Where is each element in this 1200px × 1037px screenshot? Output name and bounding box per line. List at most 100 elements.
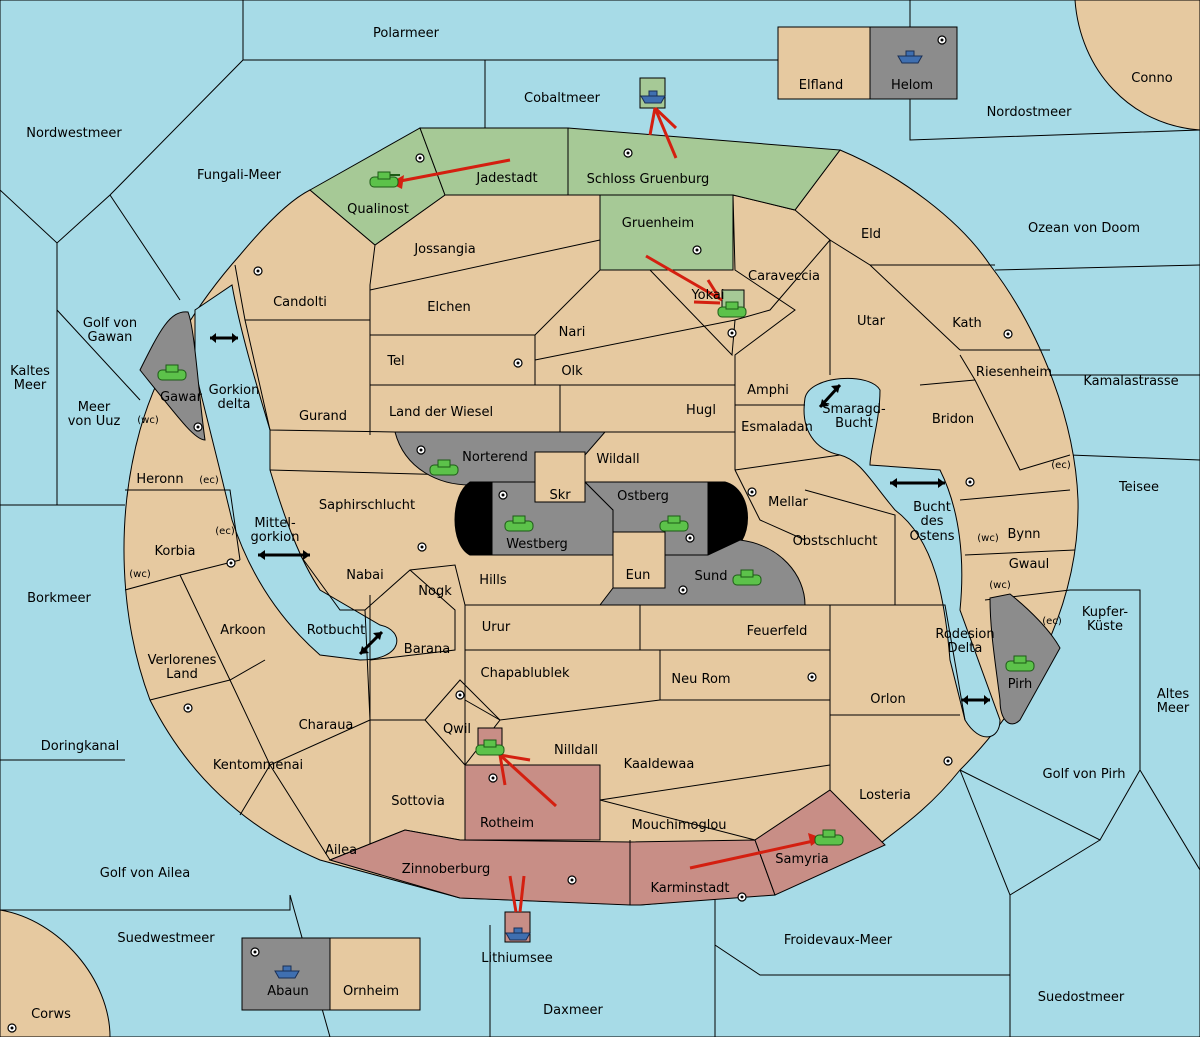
label-meer-von-uuz-1: Meer bbox=[78, 400, 111, 415]
label-fungali-meer: Fungali-Meer bbox=[197, 168, 282, 183]
label-suedostmeer: Suedostmeer bbox=[1038, 990, 1125, 1005]
inner-channel-west bbox=[194, 284, 398, 661]
label-feuerfeld: Feuerfeld bbox=[747, 624, 808, 639]
label-ostberg: Ostberg bbox=[617, 489, 669, 504]
label-verlorenes-land-2: Land bbox=[166, 667, 198, 682]
label-orlon: Orlon bbox=[870, 692, 905, 707]
label-land-der-wiesel: Land der Wiesel bbox=[389, 405, 493, 420]
label-gawar-wc: (wc) bbox=[137, 415, 159, 426]
label-yokai: Yokai bbox=[690, 288, 724, 303]
tank-icon bbox=[659, 515, 689, 532]
order-arrows bbox=[390, 106, 822, 913]
label-olk: Olk bbox=[561, 364, 583, 379]
tank-icon bbox=[504, 515, 534, 532]
label-pirh-ec: (ec) bbox=[1042, 616, 1062, 627]
label-riesenheim-ec: (ec) bbox=[1051, 460, 1071, 471]
label-barana: Barana bbox=[404, 642, 450, 657]
label-conno: Conno bbox=[1131, 71, 1173, 86]
convoy-arrows bbox=[210, 333, 990, 705]
label-smaragd-bucht-2: Bucht bbox=[835, 416, 873, 431]
label-borkmeer: Borkmeer bbox=[27, 591, 91, 606]
label-rotbucht: Rotbucht bbox=[307, 623, 365, 638]
label-doringkanal: Doringkanal bbox=[41, 739, 120, 754]
label-karminstadt: Karminstadt bbox=[650, 881, 729, 896]
region-gruenheim[interactable] bbox=[599, 194, 734, 271]
label-eun: Eun bbox=[626, 568, 651, 583]
units bbox=[157, 50, 1035, 979]
ship-icon bbox=[505, 927, 531, 941]
label-kaltes-meer-2: Meer bbox=[14, 378, 47, 393]
label-eld: Eld bbox=[861, 227, 881, 242]
region-westberg-tip bbox=[454, 481, 493, 556]
label-samyria: Samyria bbox=[775, 852, 829, 867]
label-rodesion-delta-2: Delta bbox=[948, 641, 983, 656]
label-kupfer-kueste-1: Kupfer- bbox=[1082, 605, 1128, 620]
label-korbia-ec: (ec) bbox=[215, 526, 235, 537]
label-utar: Utar bbox=[857, 314, 886, 329]
label-zinnoberburg: Zinnoberburg bbox=[402, 862, 490, 877]
region-eun[interactable] bbox=[612, 531, 666, 589]
label-urur: Urur bbox=[482, 620, 511, 635]
label-daxmeer: Daxmeer bbox=[543, 1003, 603, 1018]
label-kamalastrasse: Kamalastrasse bbox=[1083, 374, 1178, 389]
region-skr[interactable] bbox=[534, 451, 586, 503]
label-gorkion-delta-1: Gorkion bbox=[209, 383, 260, 398]
label-charaua: Charaua bbox=[299, 718, 354, 733]
tank-icon bbox=[429, 459, 459, 476]
label-golf-von-ailea: Golf von Ailea bbox=[100, 866, 190, 881]
label-saphirschlucht: Saphirschlucht bbox=[319, 498, 415, 513]
label-tel: Tel bbox=[386, 354, 404, 369]
ship-icon bbox=[897, 50, 923, 64]
label-mouchimoglou: Mouchimoglou bbox=[631, 818, 726, 833]
label-losteria: Losteria bbox=[859, 788, 911, 803]
label-pirh: Pirh bbox=[1008, 677, 1033, 692]
label-cobaltmeer: Cobaltmeer bbox=[524, 91, 601, 106]
region-sund[interactable] bbox=[598, 539, 806, 606]
label-skr: Skr bbox=[549, 488, 571, 503]
label-nilldall: Nilldall bbox=[554, 743, 598, 758]
label-nabai: Nabai bbox=[346, 568, 384, 583]
supply-centers bbox=[7, 35, 1013, 1033]
label-verlorenes-land-1: Verlorenes bbox=[148, 653, 217, 668]
label-hugl: Hugl bbox=[686, 403, 716, 418]
region-rotheim[interactable] bbox=[464, 764, 601, 841]
label-schloss-gruenburg: Schloss Gruenburg bbox=[587, 172, 710, 187]
label-elchen: Elchen bbox=[427, 300, 470, 315]
label-golf-von-gawan-1: Golf von bbox=[83, 316, 137, 331]
label-sund: Sund bbox=[695, 569, 728, 584]
region-conno[interactable] bbox=[1074, 0, 1200, 131]
label-corws: Corws bbox=[31, 1007, 71, 1022]
label-gruenheim: Gruenheim bbox=[622, 216, 694, 231]
label-korbia-wc: (wc) bbox=[129, 569, 151, 580]
label-candolti: Candolti bbox=[273, 295, 327, 310]
label-bynn: Bynn bbox=[1007, 527, 1040, 542]
inner-channel-east bbox=[803, 377, 1001, 738]
ship-icon bbox=[274, 965, 300, 979]
label-nordwestmeer: Nordwestmeer bbox=[26, 126, 122, 141]
label-abaun: Abaun bbox=[267, 984, 309, 999]
label-teisee: Teisee bbox=[1118, 480, 1159, 495]
label-altes-meer-2: Meer bbox=[1157, 701, 1190, 716]
tank-icon bbox=[1005, 655, 1035, 672]
label-nordostmeer: Nordostmeer bbox=[987, 105, 1073, 120]
label-hills: Hills bbox=[479, 573, 507, 588]
label-golf-von-pirh: Golf von Pirh bbox=[1043, 767, 1126, 782]
label-westberg: Westberg bbox=[506, 537, 568, 552]
label-mellar: Mellar bbox=[768, 495, 808, 510]
region-ornheim[interactable] bbox=[329, 937, 421, 1011]
label-mittelgorkion-1: Mittel- bbox=[254, 516, 296, 531]
label-helom: Helom bbox=[891, 78, 933, 93]
label-rodesion-delta-1: Rodesion bbox=[935, 627, 994, 642]
label-froidevaux-meer: Froidevaux-Meer bbox=[784, 933, 893, 948]
label-kath: Kath bbox=[952, 316, 982, 331]
label-heronn: Heronn bbox=[136, 472, 183, 487]
region-elfland[interactable] bbox=[777, 26, 871, 100]
label-kentommenai: Kentommenai bbox=[213, 758, 303, 773]
tank-icon bbox=[157, 364, 187, 381]
label-nogk: Nogk bbox=[418, 584, 452, 599]
label-kaltes-meer-1: Kaltes bbox=[10, 364, 50, 379]
region-labels: Polarmeer Conno Elfland Helom Cobaltmeer… bbox=[10, 26, 1190, 1022]
label-suedwestmeer: Suedwestmeer bbox=[117, 931, 215, 946]
label-wildall: Wildall bbox=[596, 452, 639, 467]
